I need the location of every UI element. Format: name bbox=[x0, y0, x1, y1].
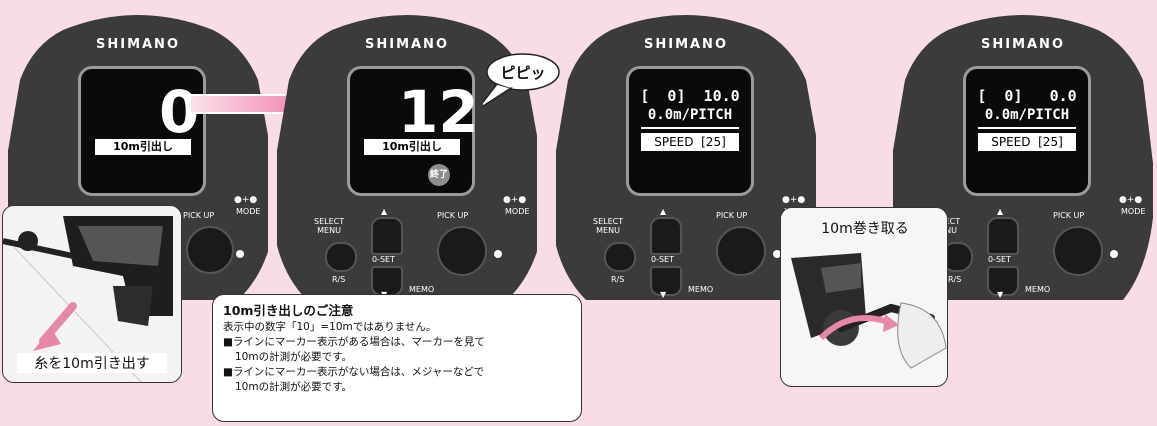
wind-line-caption: 10m巻き取る bbox=[821, 221, 909, 237]
caution-line-1: 表示中の数字「10」=10mではありません。 bbox=[223, 321, 437, 333]
mode-label: 10m引出し bbox=[364, 139, 460, 155]
mode-label: 10m引出し bbox=[95, 139, 191, 155]
lcd-divider bbox=[978, 127, 1076, 129]
memo-label: MEMO bbox=[688, 285, 714, 294]
mode-label-text: MODE bbox=[236, 207, 261, 216]
indicator-dot bbox=[1110, 250, 1118, 258]
counter-line: [ 0] 10.0 bbox=[640, 87, 740, 105]
caution-title: 10m引き出しのご注意 bbox=[223, 303, 354, 318]
mode-label-text: MODE bbox=[505, 207, 530, 216]
brand-logo: SHIMANO bbox=[95, 37, 180, 52]
select-menu-button[interactable] bbox=[325, 242, 357, 272]
counter-line: [ 0] 0.0 bbox=[977, 87, 1077, 105]
reel-photo-left bbox=[3, 206, 181, 382]
pick-up-label: PICK UP bbox=[183, 211, 215, 220]
pick-up-button[interactable] bbox=[716, 226, 766, 276]
pitch-line: 0.0m/PITCH bbox=[647, 107, 733, 123]
lcd-screen: 0 10m引出し bbox=[78, 66, 206, 196]
brand-logo: SHIMANO bbox=[980, 37, 1065, 52]
memo-label: MEMO bbox=[1025, 285, 1051, 294]
up-triangle-icon: ▲ bbox=[997, 207, 1004, 216]
mode-icon: ●+● bbox=[503, 195, 527, 205]
pick-up-button[interactable] bbox=[437, 226, 487, 276]
reel-photo-right bbox=[781, 208, 947, 386]
indicator-dot bbox=[773, 250, 781, 258]
zero-set-label: 0-SET bbox=[988, 255, 1011, 264]
caution-line-2: ■ラインにマーカー表示がある場合は、マーカーを見て bbox=[223, 336, 485, 348]
rs-label: R/S bbox=[611, 275, 625, 284]
indicator-dot bbox=[236, 250, 244, 258]
caution-line-5: 10mの計測が必要です。 bbox=[235, 381, 353, 393]
brand-logo: SHIMANO bbox=[643, 37, 728, 52]
rs-label: R/S bbox=[332, 275, 346, 284]
end-badge: 終了 bbox=[428, 164, 450, 186]
caution-line-4: ■ラインにマーカー表示がない場合は、メジャーなどで bbox=[223, 366, 485, 378]
zero-set-up-button[interactable] bbox=[650, 217, 682, 255]
beep-bubble: ピピッ bbox=[483, 52, 561, 108]
up-triangle-icon: ▲ bbox=[381, 207, 388, 216]
mode-icon: ●+● bbox=[782, 195, 806, 205]
lcd-screen: 12 10m引出し 終了 bbox=[347, 66, 479, 196]
memo-label: MEMO bbox=[409, 285, 435, 294]
speed-readout: SPEED [25] bbox=[641, 133, 739, 151]
rs-label: R/S bbox=[948, 275, 962, 284]
down-triangle-icon: ▼ bbox=[660, 290, 667, 299]
zero-set-label: 0-SET bbox=[372, 255, 395, 264]
select-menu-label: SELECT MENU bbox=[314, 217, 345, 235]
caution-note: 10m引き出しのご注意 表示中の数字「10」=10mではありません。 ■ラインに… bbox=[212, 294, 582, 422]
caution-line-3: 10mの計測が必要です。 bbox=[235, 351, 353, 363]
beep-text: ピピッ bbox=[500, 64, 546, 82]
pull-line-caption: 糸を10m引き出す bbox=[17, 353, 167, 373]
speed-readout: SPEED [25] bbox=[978, 133, 1076, 151]
indicator-dot bbox=[494, 250, 502, 258]
pitch-line: 0.0m/PITCH bbox=[984, 107, 1070, 123]
lcd-screen: [ 0] 0.0 0.0m/PITCH SPEED [25] bbox=[963, 66, 1091, 196]
up-triangle-icon: ▲ bbox=[660, 207, 667, 216]
wind-line-callout: 10m巻き取る bbox=[780, 207, 948, 387]
mode-icon: ●+● bbox=[234, 195, 258, 205]
zero-set-down-button[interactable] bbox=[987, 266, 1019, 296]
zero-set-down-button[interactable] bbox=[650, 266, 682, 296]
zero-set-label: 0-SET bbox=[651, 255, 674, 264]
zero-set-up-button[interactable] bbox=[371, 217, 403, 255]
pick-up-button[interactable] bbox=[1053, 226, 1103, 276]
mode-icon: ●+● bbox=[1119, 195, 1143, 205]
brand-logo: SHIMANO bbox=[364, 37, 449, 52]
pick-up-label: PICK UP bbox=[716, 211, 748, 220]
counter-value: 12 bbox=[398, 78, 479, 146]
lcd-screen: [ 0] 10.0 0.0m/PITCH SPEED [25] bbox=[626, 66, 754, 196]
down-triangle-icon: ▼ bbox=[997, 290, 1004, 299]
pull-line-callout: 糸を10m引き出す bbox=[2, 205, 182, 383]
pick-up-label: PICK UP bbox=[1053, 211, 1085, 220]
select-menu-button[interactable] bbox=[604, 242, 636, 272]
pick-up-label: PICK UP bbox=[437, 211, 469, 220]
mode-label-text: MODE bbox=[1121, 207, 1146, 216]
reel-display-4: SHIMANO [ 0] 0.0 0.0m/PITCH SPEED [25] S… bbox=[893, 0, 1153, 300]
reel-display-2: SHIMANO 12 10m引出し 終了 ピピッ SELECT MENU R/S… bbox=[277, 0, 560, 300]
reel-display-3: SHIMANO [ 0] 10.0 0.0m/PITCH SPEED [25] … bbox=[556, 0, 816, 300]
pick-up-button[interactable] bbox=[186, 226, 234, 274]
select-menu-label: SELECT MENU bbox=[593, 217, 624, 235]
zero-set-up-button[interactable] bbox=[987, 217, 1019, 255]
lcd-divider bbox=[641, 127, 739, 129]
